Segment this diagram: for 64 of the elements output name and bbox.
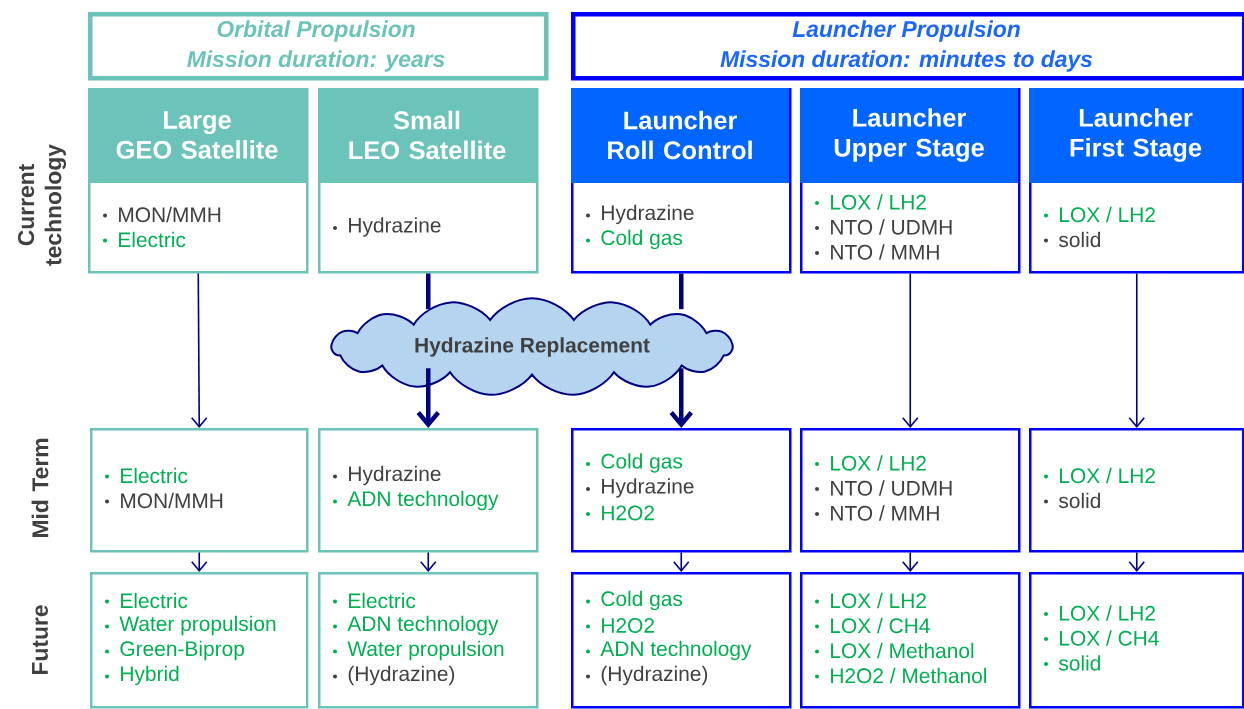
bullet-item: ADN technology: [586, 640, 752, 661]
card-header: Launcher Upper Stage: [800, 88, 1018, 183]
bullet-item: Hydrazine: [333, 217, 441, 237]
bullet-item: Water propulsion: [105, 615, 276, 636]
bullet-item: LOX / LH2: [1044, 605, 1155, 621]
bullet-item: H2O2: [586, 505, 654, 521]
section-title: Mission duration: minutes to days: [720, 50, 1093, 72]
bullet-item: NTO / UDMH: [815, 480, 952, 496]
bullet-item: Cold gas: [586, 453, 683, 473]
bullet-item: Electric: [103, 231, 186, 248]
cloud: Hydrazine Replacement: [330, 297, 734, 396]
bullet-item: LOX / CH4: [815, 617, 930, 634]
bullet-item: H2O2 / Methanol: [815, 667, 986, 684]
row-label: Mid Term: [31, 438, 49, 538]
arrow: [1128, 551, 1146, 572]
section-title: Launcher Propulsion: [792, 20, 1020, 42]
arrow: [901, 272, 919, 428]
card-header: Small LEO Satellite: [318, 88, 536, 183]
bullet-item: Hydrazine: [586, 204, 694, 225]
bullet-item: LOX / Methanol: [815, 642, 974, 659]
bullet-item: LOX / LH2: [815, 455, 926, 471]
bullet-item: Cold gas: [586, 590, 683, 611]
section-title: Mission duration: years: [187, 50, 445, 72]
arrow: [190, 551, 208, 572]
bullet-item: MON/MMH: [105, 492, 223, 509]
arrow: [419, 551, 437, 572]
arrow: [901, 551, 919, 572]
bullet-item: LOX / LH2: [1044, 467, 1155, 484]
bullet-item: Hybrid: [105, 665, 179, 686]
row-label: Current technology: [18, 144, 67, 266]
bullet-item: Electric: [105, 467, 188, 484]
bullet-item: NTO / MMH: [815, 505, 939, 521]
card-header: Large GEO Satellite: [88, 88, 306, 183]
bullet-item: Green-Biprop: [105, 640, 244, 661]
card-header: Launcher First Stage: [1029, 88, 1242, 183]
arrow: [669, 368, 693, 428]
bullet-item: LOX / LH2: [815, 194, 926, 210]
bullet-item: LOX / LH2: [1044, 206, 1155, 223]
bullet-item: solid: [1044, 492, 1100, 509]
bullet-item: NTO / UDMH: [815, 219, 952, 235]
bullet-item: ADN technology: [333, 615, 499, 636]
card-header: Launcher Roll Control: [571, 88, 789, 183]
section-title: Orbital Propulsion: [217, 20, 415, 42]
bullet-item: Hydrazine: [333, 465, 441, 486]
bullet-item: solid: [1044, 231, 1100, 248]
bullet-item: Hydrazine: [586, 478, 694, 498]
arrow: [1128, 272, 1146, 428]
bullet-item: H2O2: [586, 618, 654, 633]
row-label: Future: [32, 605, 48, 674]
bullet-item: ADN technology: [333, 490, 499, 511]
arrow: [416, 368, 440, 428]
bullet-item: NTO / MMH: [815, 244, 939, 260]
bullet-item: Electric: [333, 592, 416, 609]
bullet-item: Electric: [105, 592, 188, 609]
bullet-item: MON/MMH: [103, 206, 221, 223]
bullet-item: LOX / CH4: [1044, 630, 1159, 646]
arrow: [190, 272, 208, 428]
bullet-item: (Hydrazine): [586, 665, 708, 686]
bullet-item: (Hydrazine): [333, 665, 455, 686]
arrow: [672, 551, 690, 572]
bullet-item: solid: [1044, 655, 1100, 671]
bullet-item: Cold gas: [586, 229, 683, 250]
bullet-item: LOX / LH2: [815, 592, 926, 609]
bullet-item: Water propulsion: [333, 640, 504, 661]
